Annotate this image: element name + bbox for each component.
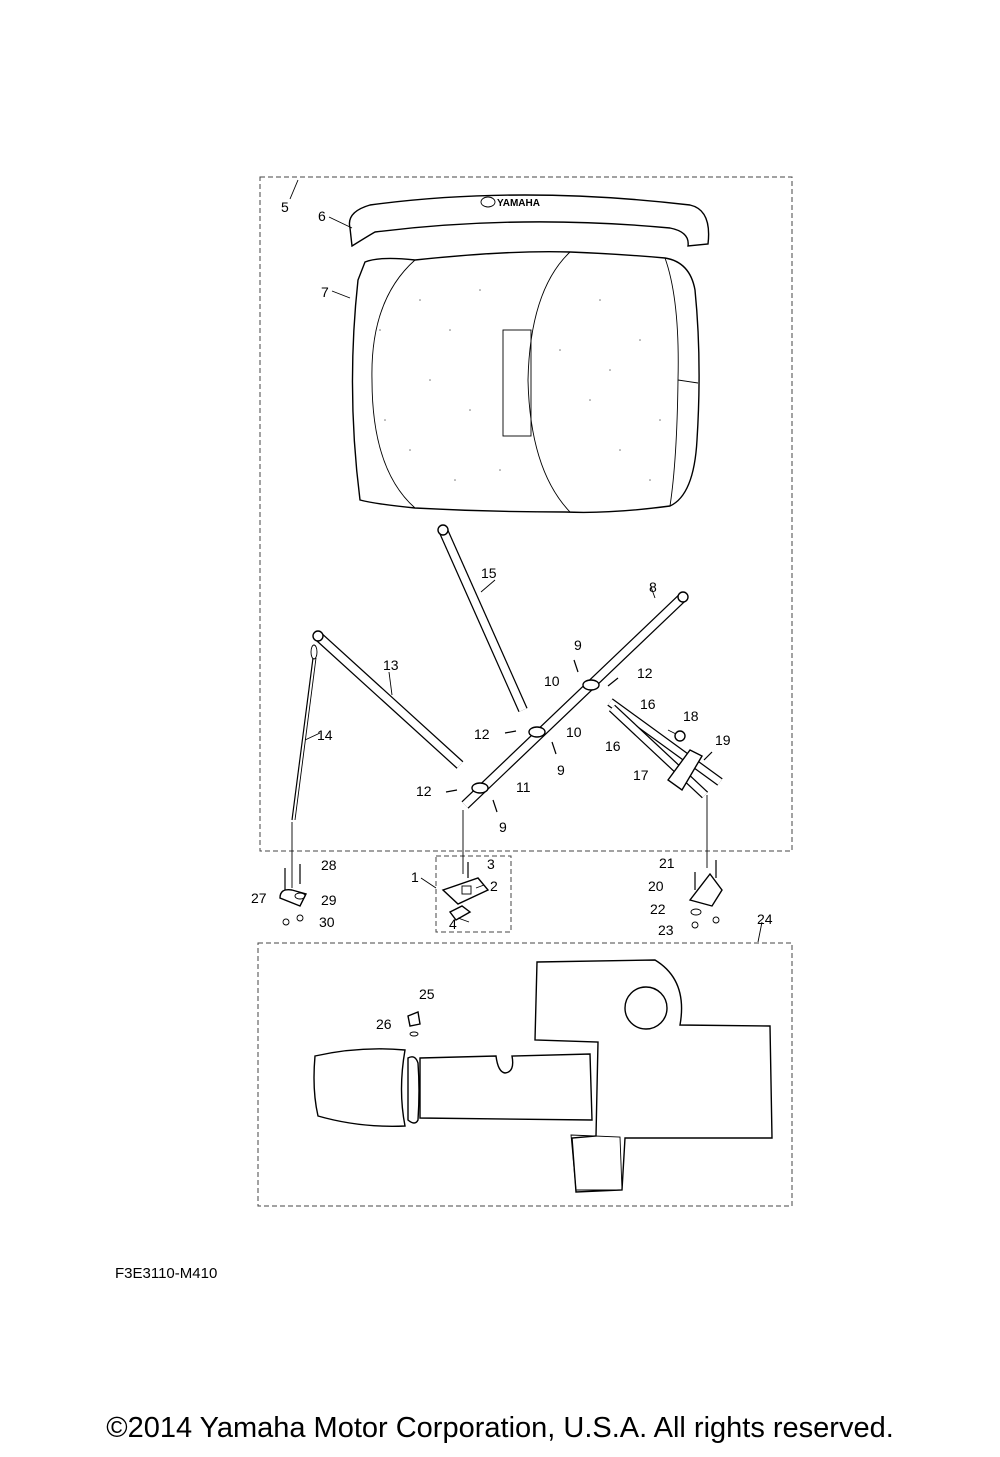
part-25-clip[interactable] (407, 1011, 421, 1027)
part-20-bracket[interactable] (688, 872, 723, 907)
diagram-code: F3E3110-M410 (115, 1265, 218, 1282)
copyright-notice: ©2014 Yamaha Motor Corporation, U.S.A. A… (106, 1412, 894, 1444)
callout-24[interactable]: 24 (757, 911, 773, 927)
callout-12-lower[interactable]: 12 (416, 783, 432, 799)
part-2-bracket[interactable] (441, 877, 490, 905)
part-26-washer[interactable] (409, 1031, 419, 1037)
callout-29[interactable]: 29 (321, 892, 337, 908)
part-22-washer[interactable] (690, 908, 702, 916)
callout-30[interactable]: 30 (319, 914, 335, 930)
callout-19[interactable]: 19 (715, 732, 731, 748)
part-16-rear-poles[interactable] (607, 698, 723, 799)
assembly-group-box-1 (435, 855, 512, 933)
callout-28[interactable]: 28 (321, 857, 337, 873)
part-27-mount[interactable] (279, 888, 308, 907)
callout-23[interactable]: 23 (658, 922, 674, 938)
callout-1[interactable]: 1 (411, 869, 419, 885)
callout-12-middle[interactable]: 12 (474, 726, 490, 742)
part-17-strap-clamp[interactable] (667, 749, 703, 792)
callout-21[interactable]: 21 (659, 855, 675, 871)
callout-10-upper[interactable]: 10 (544, 673, 560, 689)
callout-6[interactable]: 6 (318, 208, 326, 224)
leader-lines (289, 179, 763, 943)
part-24-floor-mat-set[interactable] (313, 959, 773, 1193)
callout-7[interactable]: 7 (321, 284, 329, 300)
fitting-10-lower[interactable] (528, 726, 546, 738)
callout-2[interactable]: 2 (490, 878, 498, 894)
part-8-main-bow[interactable] (461, 591, 689, 809)
callout-15[interactable]: 15 (481, 565, 497, 581)
callout-14[interactable]: 14 (317, 727, 333, 743)
callout-4[interactable]: 4 (449, 916, 457, 932)
callout-10-lower[interactable]: 10 (566, 724, 582, 740)
callout-16-upper[interactable]: 16 (640, 696, 656, 712)
part-14-strap[interactable] (291, 644, 318, 821)
callout-16-lower[interactable]: 16 (605, 738, 621, 754)
callout-17[interactable]: 17 (633, 767, 649, 783)
part-21-bolt[interactable] (694, 860, 717, 890)
callout-9-middle[interactable]: 9 (557, 762, 565, 778)
screw-19[interactable] (703, 751, 713, 761)
screw-9-lower[interactable] (492, 799, 498, 813)
screw-12-lower[interactable] (445, 789, 458, 793)
assembly-group-box-5 (259, 176, 793, 852)
part-13-pole[interactable] (312, 630, 464, 769)
assembly-group-box-24 (257, 942, 793, 1207)
callout-18[interactable]: 18 (683, 708, 699, 724)
part-4-cap[interactable] (448, 905, 472, 921)
part-28-bolt[interactable] (284, 864, 301, 890)
part-7-canopy-top[interactable] (351, 250, 700, 514)
part-30-nut[interactable] (282, 914, 304, 926)
screw-12-middle[interactable] (504, 730, 517, 734)
part-23-nut[interactable] (691, 916, 720, 929)
callout-27[interactable]: 27 (251, 890, 267, 906)
callout-26[interactable]: 26 (376, 1016, 392, 1032)
screw-12-upper[interactable] (607, 677, 619, 687)
yamaha-logo-icon (480, 196, 496, 208)
callout-3[interactable]: 3 (487, 856, 495, 872)
callout-9-upper[interactable]: 9 (574, 637, 582, 653)
brand-mark: YAMAHA (497, 198, 540, 209)
callout-25[interactable]: 25 (419, 986, 435, 1002)
screw-9-middle[interactable] (551, 741, 557, 755)
callout-13[interactable]: 13 (383, 657, 399, 673)
screw-9-upper[interactable] (573, 659, 579, 673)
callout-20[interactable]: 20 (648, 878, 664, 894)
callout-22[interactable]: 22 (650, 901, 666, 917)
part-18-knob[interactable] (667, 729, 686, 742)
callout-9-lower[interactable]: 9 (499, 819, 507, 835)
part-6-seat-strap[interactable]: YAMAHA (348, 194, 710, 248)
fitting-11[interactable] (471, 782, 489, 794)
part-15-pole[interactable] (437, 524, 528, 713)
part-29-washer[interactable] (294, 892, 306, 900)
callout-12-upper[interactable]: 12 (637, 665, 653, 681)
callout-11[interactable]: 11 (516, 779, 531, 795)
callout-5[interactable]: 5 (281, 199, 289, 215)
callout-8[interactable]: 8 (649, 579, 657, 595)
fitting-10-upper[interactable] (582, 679, 600, 691)
